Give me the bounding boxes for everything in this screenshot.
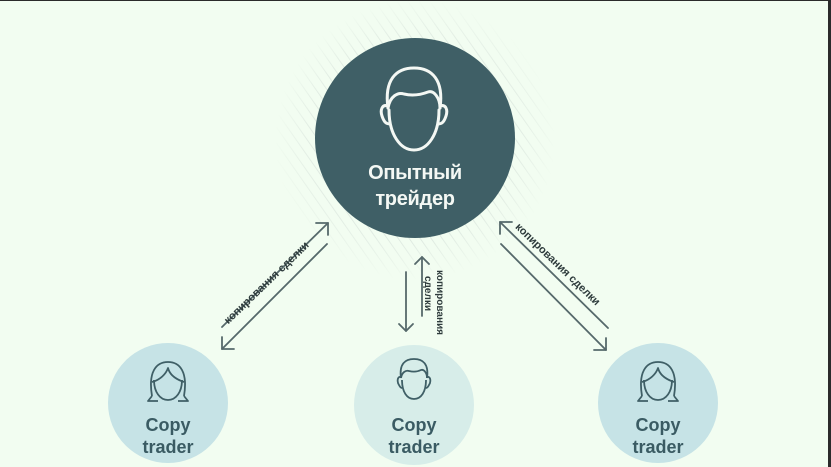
experienced-trader-label: Опытный трейдер — [315, 160, 515, 212]
copy-trader-node-left[interactable] — [108, 343, 228, 463]
copy-trader-label-middle-line1: Copy — [391, 415, 437, 435]
copy-trader-node-middle[interactable] — [354, 345, 474, 465]
frame-border-right — [828, 0, 831, 467]
copy-trader-label-right-line1: Copy — [635, 415, 681, 435]
female-head-icon — [147, 361, 189, 402]
copy-trader-label-right: Copy trader — [598, 414, 718, 458]
link-label-middle-line2: сделки — [422, 276, 433, 311]
male-head-icon — [396, 358, 432, 400]
copy-trader-label-left: Copy trader — [108, 414, 228, 458]
arrow-right-up — [499, 221, 609, 329]
copy-trader-label-left-line1: Copy — [145, 415, 191, 435]
arrow-left-down — [221, 243, 328, 350]
experienced-trader-node[interactable] — [315, 38, 515, 238]
copy-trader-label-right-line2: trader — [632, 437, 684, 457]
arrow-right-down — [500, 243, 607, 351]
copy-trader-label-middle-line2: trader — [388, 437, 440, 457]
copy-trader-label-left-line2: trader — [142, 437, 194, 457]
arrow-left-up — [221, 222, 329, 328]
arrow-middle-up — [414, 256, 430, 317]
center-label-line1: Опытный — [368, 162, 462, 184]
male-head-icon — [379, 66, 449, 152]
center-label-line2: трейдер — [375, 188, 455, 210]
copy-trader-node-right[interactable] — [598, 343, 718, 463]
arrow-middle-down — [398, 271, 414, 332]
copy-trader-label-middle: Copy trader — [354, 414, 474, 458]
link-label-middle: копирования сделки — [421, 270, 445, 335]
female-head-icon — [637, 361, 679, 402]
link-label-middle-line1: копирования — [434, 270, 445, 335]
